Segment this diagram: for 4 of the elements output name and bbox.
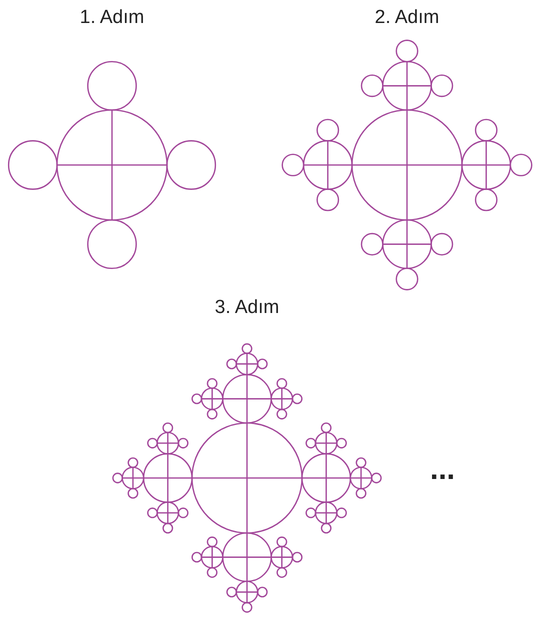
step-title: 1. Adım	[80, 6, 144, 30]
step-title: 2. Adım	[374, 6, 440, 30]
step-title: 3. Adım	[214, 296, 280, 320]
ellipsis: ...	[430, 455, 456, 485]
